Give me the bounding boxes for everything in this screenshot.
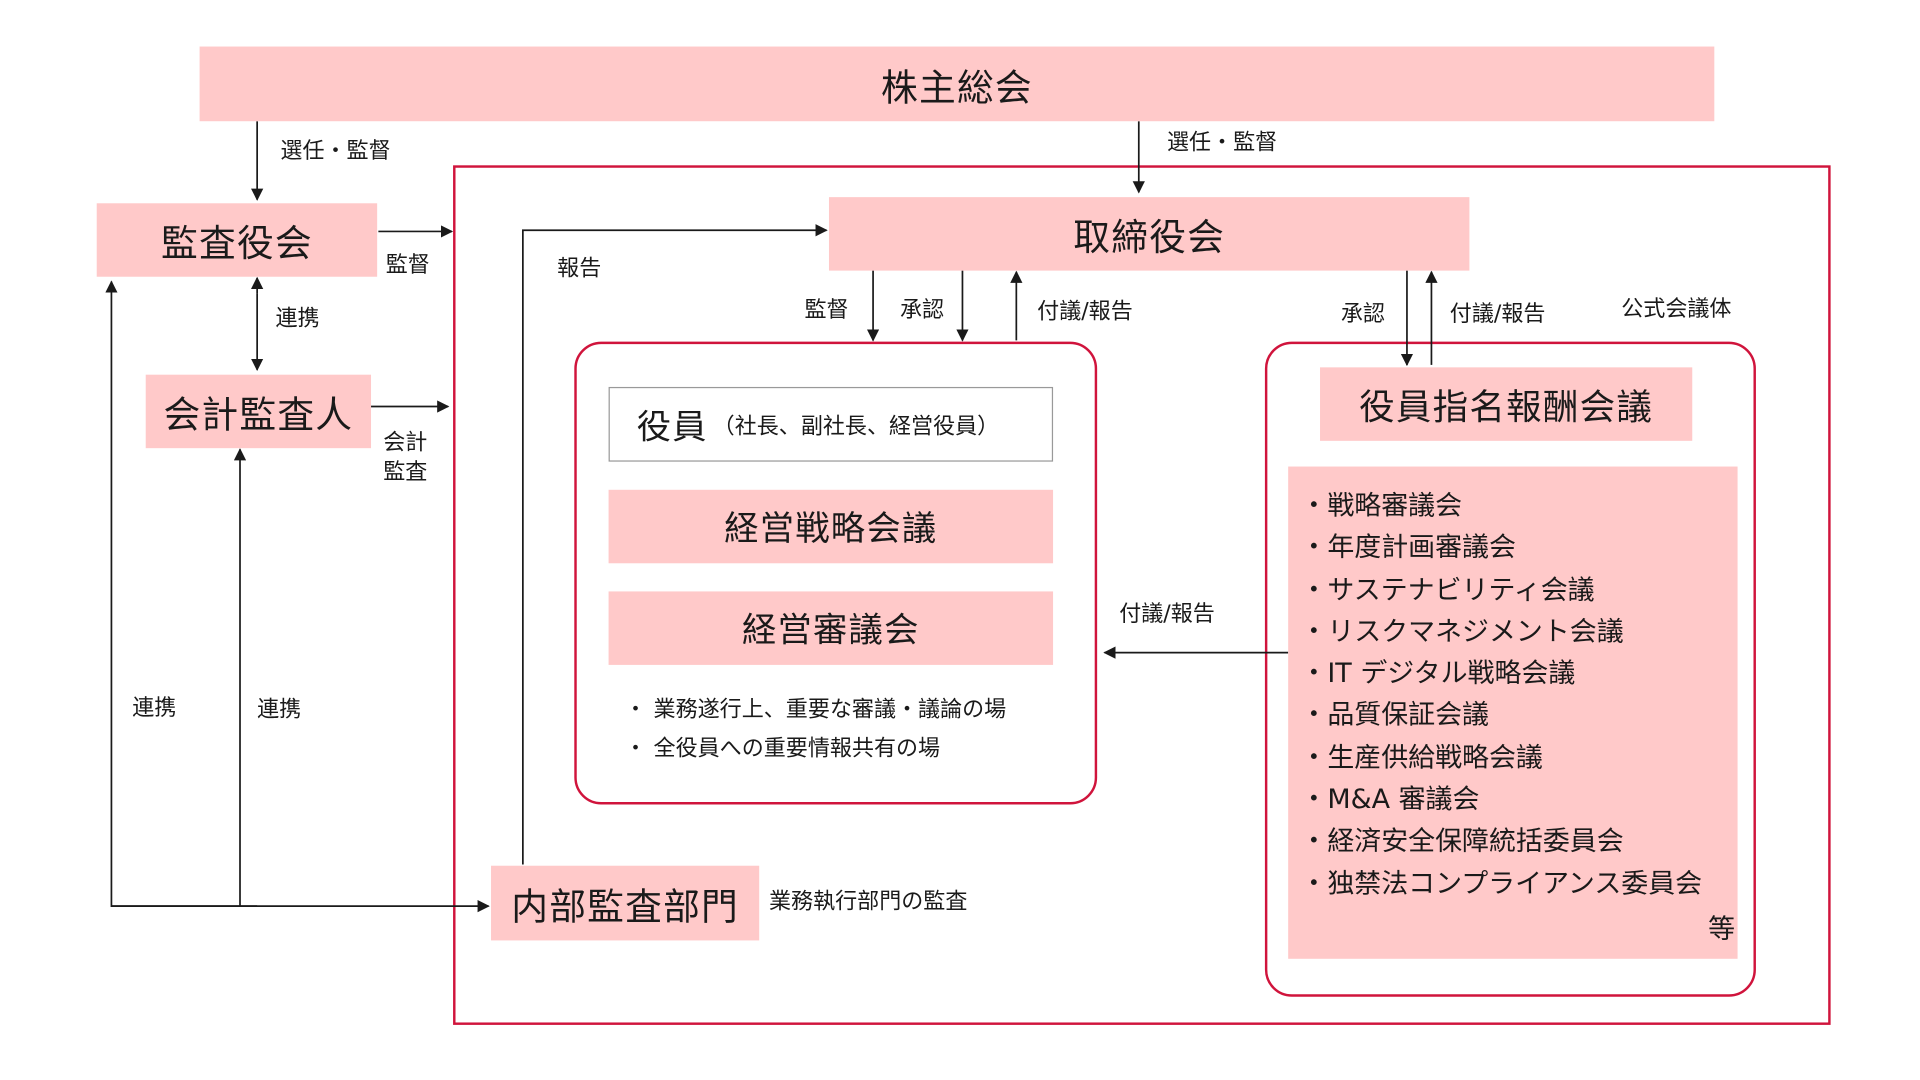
label-official-bodies: 公式会議体 — [1621, 296, 1732, 323]
audit-board-box: 監査役会 — [96, 203, 378, 277]
management-council-box: 経営審議会 — [608, 591, 1054, 665]
committee-item: ・戦略審議会 — [1300, 491, 1463, 522]
committee-item: ・経済安全保障統括委員会 — [1300, 826, 1624, 858]
arrow-internal-report — [522, 224, 828, 865]
board-scope-frame — [453, 165, 1831, 1025]
label-proposal-report-council: 付議/報告 — [1119, 601, 1215, 627]
label-cooperation-left: 連携 — [132, 695, 177, 722]
committee-list: ・戦略審議会 ・年度計画審議会 ・サステナビリティ会議 ・リスクマネジメント会議… — [1300, 486, 1702, 906]
committee-item: ・M&A 審議会 — [1300, 785, 1480, 816]
officers-label: 役員 — [636, 405, 708, 447]
accounting-auditor-box: 会計監査人 — [145, 374, 372, 449]
label-accounting-audit-2: 監査 — [383, 459, 428, 485]
label-elect-supervise-left: 選任・監督 — [280, 138, 391, 165]
committee-item: ・IT デジタル戦略会議 — [1300, 659, 1576, 690]
label-proposal-report-officers: 付議/報告 — [1037, 298, 1133, 325]
council-note-item: ・ 業務遂行上、重要な審議・議論の場 — [624, 696, 1007, 723]
executive-frame — [574, 341, 1098, 805]
committee-item: ・独禁法コンプライアンス委員会 — [1300, 868, 1703, 900]
label-report-internal: 報告 — [557, 255, 602, 282]
strategy-meeting-label: 経営戦略会議 — [724, 508, 938, 549]
label-cooperation-mid: 連携 — [257, 696, 302, 723]
officers-box: 役員 （社長、副社長、経営役員） — [608, 386, 1054, 462]
label-accounting-audit-1: 会計 — [383, 429, 428, 456]
label-internal-audit-desc: 業務執行部門の監査 — [768, 888, 968, 915]
committees-etc: 等 — [1708, 914, 1736, 946]
label-approve-officers: 承認 — [900, 297, 945, 324]
shareholders-meeting-box: 株主総会 — [199, 46, 1715, 122]
nomination-committee-label: 役員指名報酬会議 — [1359, 385, 1654, 428]
shareholders-meeting-label: 株主総会 — [881, 66, 1033, 110]
internal-audit-box: 内部監査部門 — [491, 865, 760, 941]
committee-item: ・品質保証会議 — [1300, 701, 1490, 732]
board-of-directors-box: 取締役会 — [828, 197, 1470, 271]
officers-note: （社長、副社長、経営役員） — [712, 413, 1000, 439]
board-of-directors-label: 取締役会 — [1073, 216, 1226, 260]
label-approve-nomination: 承認 — [1340, 301, 1385, 327]
internal-audit-label: 内部監査部門 — [511, 885, 739, 929]
label-supervise-audit-board: 監督 — [385, 252, 430, 278]
committee-item: ・サステナビリティ会議 — [1300, 575, 1595, 606]
label-cooperation-top: 連携 — [275, 306, 320, 332]
committee-item: ・生産供給戦略会議 — [1300, 743, 1543, 774]
management-council-label: 経営審議会 — [742, 609, 920, 651]
committee-list-box: ・戦略審議会 ・年度計画審議会 ・サステナビリティ会議 ・リスクマネジメント会議… — [1288, 466, 1738, 959]
audit-board-label: 監査役会 — [161, 222, 313, 266]
strategy-meeting-box: 経営戦略会議 — [608, 489, 1054, 564]
label-supervise-officers: 監督 — [804, 297, 849, 324]
label-proposal-report-nomination: 付議/報告 — [1449, 301, 1546, 327]
council-notes: ・ 業務遂行上、重要な審議・議論の場 ・ 全役員への重要情報共有の場 — [624, 691, 1006, 769]
nomination-committee-box: 役員指名報酬会議 — [1320, 367, 1693, 441]
committee-item: ・年度計画審議会 — [1300, 533, 1516, 564]
committee-frame — [1264, 341, 1756, 997]
committee-item: ・リスクマネジメント会議 — [1300, 617, 1624, 648]
label-elect-supervise-top: 選任・監督 — [1166, 129, 1278, 156]
council-note-item: ・ 全役員への重要情報共有の場 — [624, 735, 941, 762]
accounting-auditor-label: 会計監査人 — [163, 394, 354, 438]
